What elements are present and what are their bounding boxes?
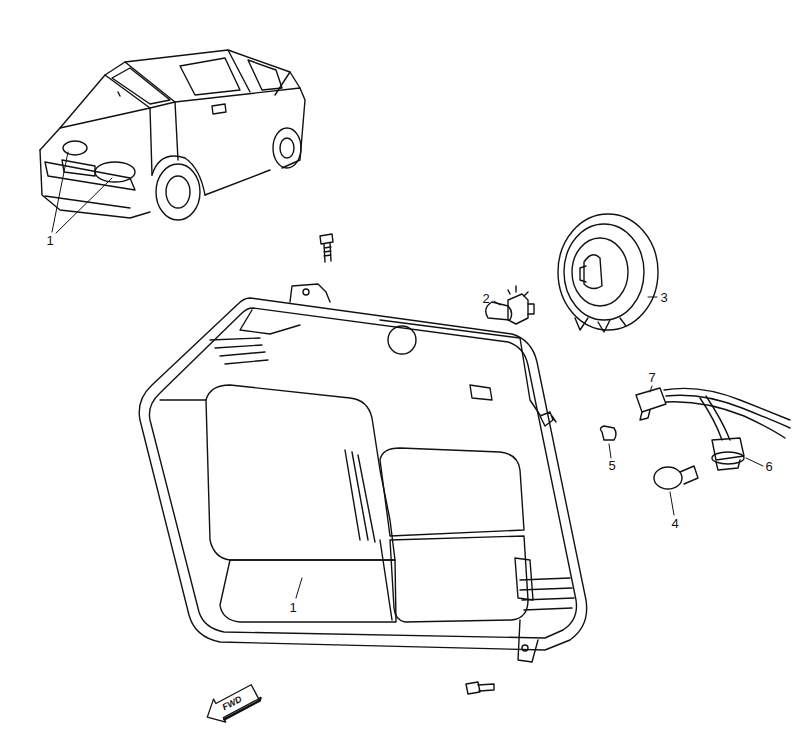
callout-number: 1 — [289, 601, 296, 614]
bolt — [320, 234, 494, 694]
leader-line — [609, 444, 611, 458]
signal-bulb — [654, 466, 698, 489]
leader-line — [746, 458, 763, 466]
leader-line — [648, 297, 657, 298]
headlamp-bulb — [486, 286, 534, 324]
callout-number: 2 — [482, 292, 489, 305]
callout-number: 5 — [608, 459, 615, 472]
wire-harness — [636, 388, 790, 440]
leader-line — [494, 301, 500, 305]
leader-line — [52, 152, 112, 233]
leader-line — [670, 492, 674, 515]
callout-number: 7 — [648, 371, 655, 384]
callout-number: 1 — [46, 234, 53, 247]
bulb-socket — [712, 438, 744, 470]
clip — [540, 412, 556, 426]
wedge-bulb — [600, 426, 616, 440]
socket-cover — [558, 214, 658, 332]
callout-number: 3 — [660, 291, 667, 304]
leader-line — [296, 578, 302, 598]
leader-line — [650, 386, 652, 392]
callout-number: 4 — [671, 517, 678, 530]
callout-number: 6 — [765, 460, 772, 473]
direction-text: FWD — [221, 694, 243, 712]
forward-arrow — [201, 679, 263, 728]
vehicle-sketch — [40, 50, 305, 220]
headlamp-housing — [139, 284, 586, 662]
